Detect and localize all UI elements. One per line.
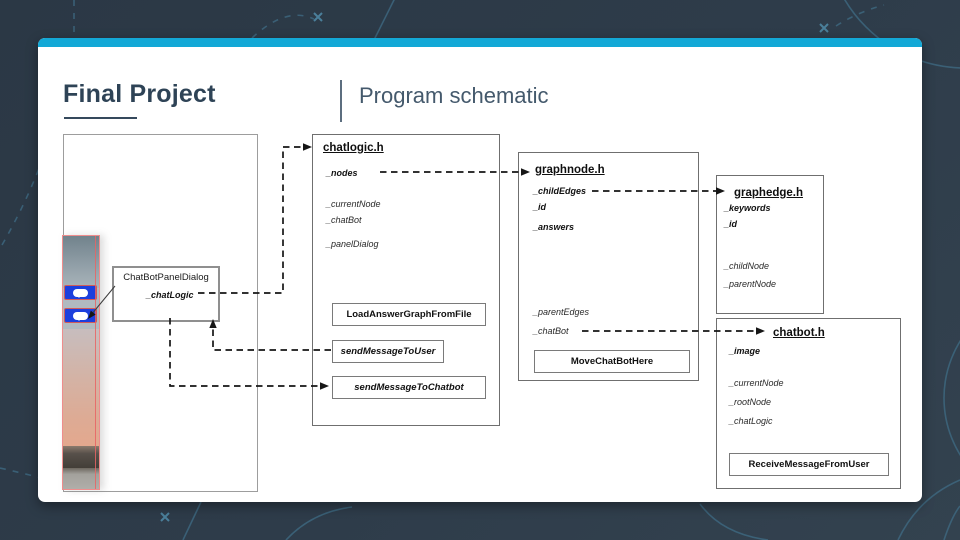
title-underline: [64, 117, 137, 119]
screenshot-sunset-sky: [63, 329, 99, 446]
field-chatlogic: _chatLogic: [146, 290, 194, 300]
class-title-chatbotpaneldialog: ChatBotPanelDialog: [123, 272, 209, 283]
class-title-chatbot: chatbot.h: [773, 327, 825, 339]
field-chatbot: _chatBot: [533, 326, 569, 336]
screenshot-mountains: [63, 446, 99, 468]
field-nodes: _nodes: [326, 168, 358, 178]
field-currentnode: _currentNode: [729, 378, 784, 388]
class-title-graphnode: graphnode.h: [535, 164, 605, 176]
method-load-answer-graph-from-file: LoadAnswerGraphFromFile: [332, 303, 486, 326]
page-title: Final Project: [63, 80, 216, 108]
class-box-graphnode: graphnode.h _childEdges _id _answers _pa…: [518, 152, 699, 381]
field-answers: _answers: [533, 222, 575, 232]
header-divider: [340, 80, 342, 122]
field-childedges: _childEdges: [533, 186, 587, 196]
deco-arc-bottom-right: [699, 503, 769, 540]
deco-curve-right-2: [943, 505, 960, 540]
deco-diagonal-bottom: [182, 501, 202, 540]
deco-arc-bottom-center: [285, 506, 353, 540]
deco-x-mark-bottom: [160, 512, 170, 522]
chat-bubble-icon: [73, 288, 88, 298]
field-currentnode: _currentNode: [326, 199, 381, 209]
method-send-message-to-chatbot: sendMessageToChatbot: [332, 376, 486, 399]
field-image: _image: [729, 346, 761, 356]
selection-red-line: [95, 236, 96, 489]
field-paneldialog: _panelDialog: [326, 239, 379, 249]
method-move-chat-bot-here: MoveChatBotHere: [534, 350, 690, 373]
field-chatbot: _chatBot: [326, 215, 362, 225]
accent-bar: [38, 38, 922, 47]
field-parentnode: _parentNode: [724, 279, 777, 289]
chat-bubble-button-1: [64, 285, 97, 300]
page-subtitle: Program schematic: [359, 83, 549, 108]
deco-dashed-curve-top: [251, 14, 315, 39]
field-keywords: _keywords: [724, 203, 771, 213]
class-box-chatbotpaneldialog: ChatBotPanelDialog _chatLogic: [112, 266, 220, 322]
class-title-graphedge: graphedge.h: [734, 187, 804, 199]
class-box-chatbot: chatbot.h _image _currentNode _rootNode …: [716, 318, 901, 489]
deco-circle-right: [943, 339, 960, 457]
deco-x-mark-top-right: [819, 23, 829, 33]
field-rootnode: _rootNode: [729, 397, 772, 407]
field-id: _id: [724, 219, 738, 229]
screenshot-window-top: [63, 236, 99, 288]
field-parentedges: _parentEdges: [533, 307, 590, 317]
chat-bubble-button-2: [64, 308, 97, 323]
field-chatlogic: _chatLogic: [729, 416, 773, 426]
deco-dashed-curve-top-right: [835, 4, 885, 27]
class-box-graphedge: graphedge.h _keywords _id _childNode _pa…: [716, 175, 824, 314]
app-screenshot-thumbnail: [62, 235, 100, 490]
method-send-message-to-user: sendMessageToUser: [332, 340, 444, 363]
class-box-chatlogic: chatlogic.h _nodes _currentNode _chatBot…: [312, 134, 500, 426]
method-receive-message-from-user: ReceiveMessageFromUser: [729, 453, 889, 476]
field-id: _id: [533, 202, 547, 212]
deco-x-mark-top: [313, 12, 323, 22]
field-childnode: _childNode: [724, 261, 770, 271]
screenshot-water: [63, 468, 99, 489]
chat-bubble-icon: [73, 311, 88, 321]
class-title-chatlogic: chatlogic.h: [323, 142, 384, 154]
